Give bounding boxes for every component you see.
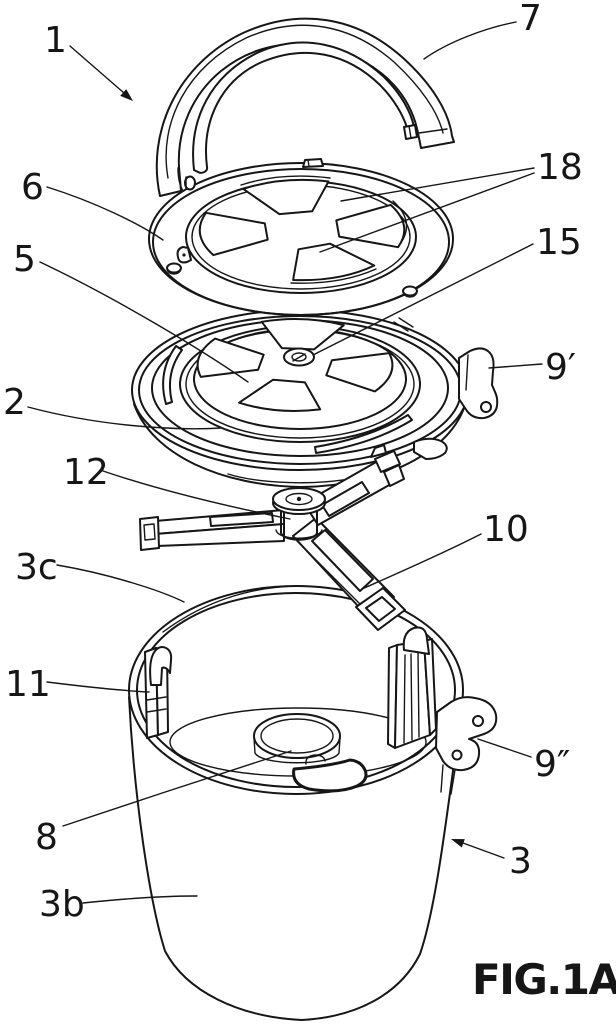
ref-label-1: 1 (44, 20, 67, 61)
handle-band (155, 17, 455, 197)
support-ring-part (131, 309, 499, 488)
bucket-body-part (128, 585, 498, 1021)
hinge-hole (480, 401, 492, 413)
ring-slot (162, 345, 183, 405)
ref-label-10: 10 (483, 509, 529, 550)
right-rail-part (387, 626, 437, 749)
bucket-wall (128, 696, 464, 1021)
ref-label-5: 5 (13, 239, 36, 280)
arm-end-clip (139, 516, 160, 551)
ref-label-3b: 3b (39, 884, 85, 925)
ring-slot (314, 414, 413, 454)
arrowhead (451, 839, 465, 848)
ref-label-9-double-prime: 9″ (534, 744, 570, 785)
disc-vent-cutout (196, 337, 265, 378)
lid-vent-cutout (242, 178, 330, 216)
hinge-hole (451, 749, 463, 761)
ref-label-6: 6 (21, 167, 44, 208)
hinge-hole (472, 715, 484, 727)
lid-disc-part (148, 158, 454, 316)
center-post-part (272, 487, 326, 541)
ring-lug (413, 437, 448, 460)
inner-cylinder-part (253, 713, 341, 764)
lid-rim-post (402, 285, 418, 298)
lid-vent-cutout (335, 203, 406, 249)
disc-vent-cutout (238, 378, 322, 412)
bucket-rim-inner (136, 592, 456, 788)
base-lip (292, 758, 368, 793)
reference-labels: 1 7 6 18 15 5 2 9′ 12 10 3c 11 9″ 8 3b 3 (3, 0, 583, 925)
leader-lines (27, 21, 543, 904)
lid-vent-cutout (198, 211, 269, 257)
arrowhead (120, 89, 133, 101)
ref-label-18: 18 (537, 147, 583, 188)
left-rail-part (144, 646, 173, 739)
ref-label-7: 7 (519, 0, 542, 39)
figure-caption: FIG.1A (472, 955, 616, 1004)
ref-label-9-prime: 9′ (545, 347, 576, 388)
lid-rim-post (166, 262, 182, 275)
ref-label-12: 12 (63, 452, 109, 493)
disc-vent-cutout (325, 352, 394, 393)
ref-label-15: 15 (536, 222, 582, 263)
disc-vent-cutout (260, 318, 345, 351)
arm-end-clip (370, 444, 387, 458)
rail-notch (402, 626, 430, 655)
lid-vent-cutout (292, 242, 376, 282)
ref-label-2: 2 (3, 382, 26, 423)
lid-top-notch (302, 158, 324, 168)
ref-label-3c: 3c (15, 547, 58, 588)
arm-slot (209, 512, 274, 527)
ref-label-8: 8 (35, 817, 58, 858)
ring-hinge-bracket-part (458, 347, 499, 420)
bucket-hinge-bracket-part (435, 696, 498, 795)
arm-slot (321, 481, 370, 517)
ref-label-3: 3 (509, 841, 532, 882)
bucket-rim-accent (162, 585, 301, 633)
handle-part (155, 17, 455, 197)
hub-part (283, 347, 315, 367)
spider-brace-part (139, 444, 406, 631)
rail-hook (149, 646, 173, 686)
arm-slot (311, 529, 374, 592)
handle-peg (184, 175, 196, 191)
ref-label-11: 11 (5, 664, 51, 705)
